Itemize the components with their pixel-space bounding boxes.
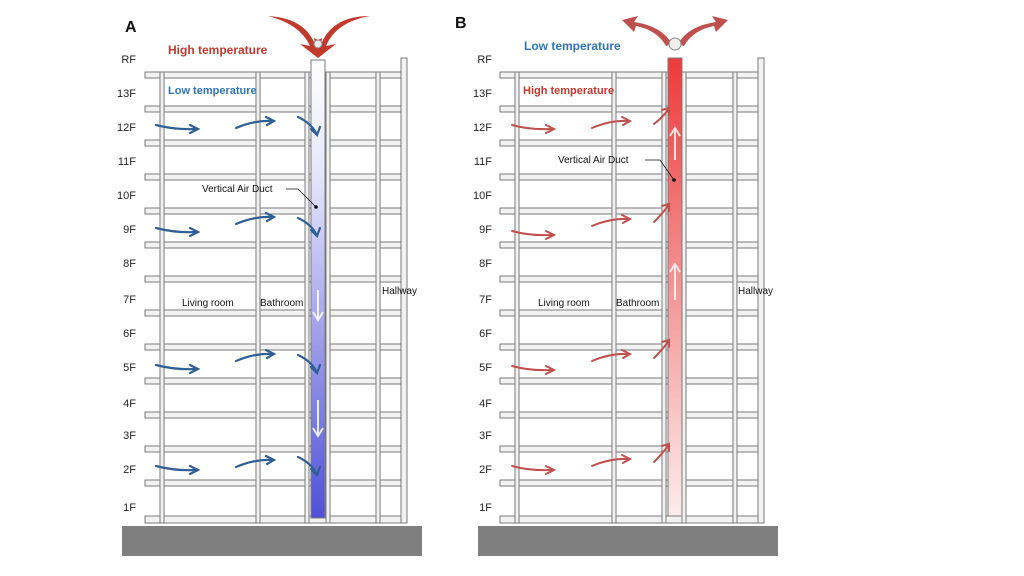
airflow-row-12f-a (154, 115, 322, 137)
floor-label: 7F (123, 294, 136, 306)
roof-fan-icon-b (668, 37, 682, 51)
panel-b: B Low temperature (455, 15, 778, 556)
floor-label: 13F (473, 88, 492, 100)
duct-label-b: Vertical Air Duct (558, 155, 629, 166)
floor-label: 6F (479, 328, 492, 340)
floor-label: 9F (123, 224, 136, 236)
ground-a (122, 526, 422, 556)
airflow-arrows-b (511, 106, 670, 475)
airflow-row-2f-a (154, 454, 322, 477)
duct-leader-dot-b (672, 178, 676, 182)
airflow-row-5f-b (511, 338, 670, 375)
room-living-a: Living room (182, 298, 234, 309)
floor-label: RF (121, 54, 136, 66)
room-bath-a: Bathroom (260, 298, 303, 309)
floor-label: 5F (479, 362, 492, 374)
floor-label: 11F (474, 156, 492, 168)
floor-label: 3F (479, 430, 492, 442)
roof-inflow-arrows-a (268, 16, 370, 58)
floor-label: 2F (479, 464, 492, 476)
floor-label: 4F (479, 398, 492, 410)
floor-label: 12F (117, 122, 136, 134)
floor-label: 8F (479, 258, 492, 270)
panel-b-letter: B (455, 15, 467, 32)
floor-label: 1F (479, 502, 492, 514)
panel-b-top-label: Low temperature (524, 39, 621, 53)
airflow-row-9f-a (154, 211, 322, 238)
floor-label: 5F (123, 362, 136, 374)
floor-labels-b: RF 13F 12F 11F 10F 9F 8F 7F 6F 5F 4F 3F … (473, 54, 492, 514)
panel-a-inner-label: Low temperature (168, 85, 257, 97)
floor-label: 12F (473, 122, 492, 134)
ground-b (478, 526, 778, 556)
room-bath-b: Bathroom (616, 298, 659, 309)
floor-label: 2F (123, 464, 136, 476)
floor-label: 6F (123, 328, 136, 340)
floor-label: 8F (123, 258, 136, 270)
floor-label: 1F (123, 502, 136, 514)
duct-flow-arrows-b (669, 126, 681, 300)
floor-label: 10F (117, 190, 136, 202)
airflow-row-2f-b (511, 442, 670, 475)
airflow-arrows-a (154, 115, 322, 477)
floor-label: 11F (118, 156, 136, 168)
room-hall-b: Hallway (738, 286, 773, 297)
floor-labels-a: RF 13F 12F 11F 10F 9F 8F 7F 6F 5F 4F 3F … (117, 54, 136, 514)
panel-a: A High temperature (117, 16, 422, 556)
panel-b-inner-label: High temperature (523, 85, 614, 97)
room-living-b: Living room (538, 298, 590, 309)
panel-a-letter: A (125, 19, 137, 36)
airflow-row-12f-b (511, 106, 670, 134)
floor-slabs-b (499, 71, 765, 524)
panel-a-top-label: High temperature (168, 43, 268, 57)
floor-label: 10F (473, 190, 492, 202)
airflow-row-9f-b (511, 202, 670, 240)
duct-leader-a (286, 188, 317, 208)
roof-fan-icon-a (313, 39, 323, 49)
duct-label-a: Vertical Air Duct (202, 184, 273, 195)
floor-label: 7F (479, 294, 492, 306)
airflow-row-5f-a (154, 348, 322, 375)
floor-label: 13F (117, 88, 136, 100)
walls-a (159, 57, 408, 524)
floor-label: 9F (479, 224, 492, 236)
roof-outflow-arrows-b (622, 16, 728, 46)
duct-flow-arrows-a (312, 290, 324, 438)
duct-leader-b (645, 159, 675, 181)
floor-label: RF (477, 54, 492, 66)
duct-leader-dot-a (314, 205, 318, 209)
floor-label: 4F (123, 398, 136, 410)
vertical-air-duct-a (310, 59, 326, 519)
room-hall-a: Hallway (382, 286, 417, 297)
floor-label: 3F (123, 430, 136, 442)
